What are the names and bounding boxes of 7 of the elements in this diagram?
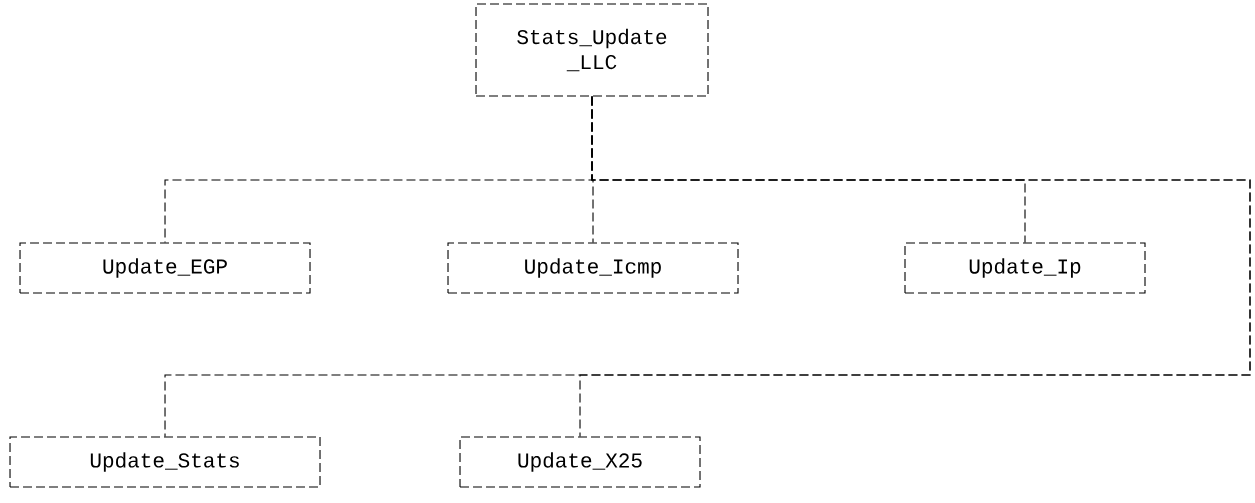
process-box: Update_Stats [9,436,321,488]
connector-line [579,96,1251,437]
process-box: Update_Icmp [447,242,739,294]
process-box: Update_X25 [459,436,701,488]
process-box: Stats_Update _LLC [475,3,709,97]
process-box: Update_EGP [19,242,311,294]
process-box: Update_Ip [904,242,1146,294]
